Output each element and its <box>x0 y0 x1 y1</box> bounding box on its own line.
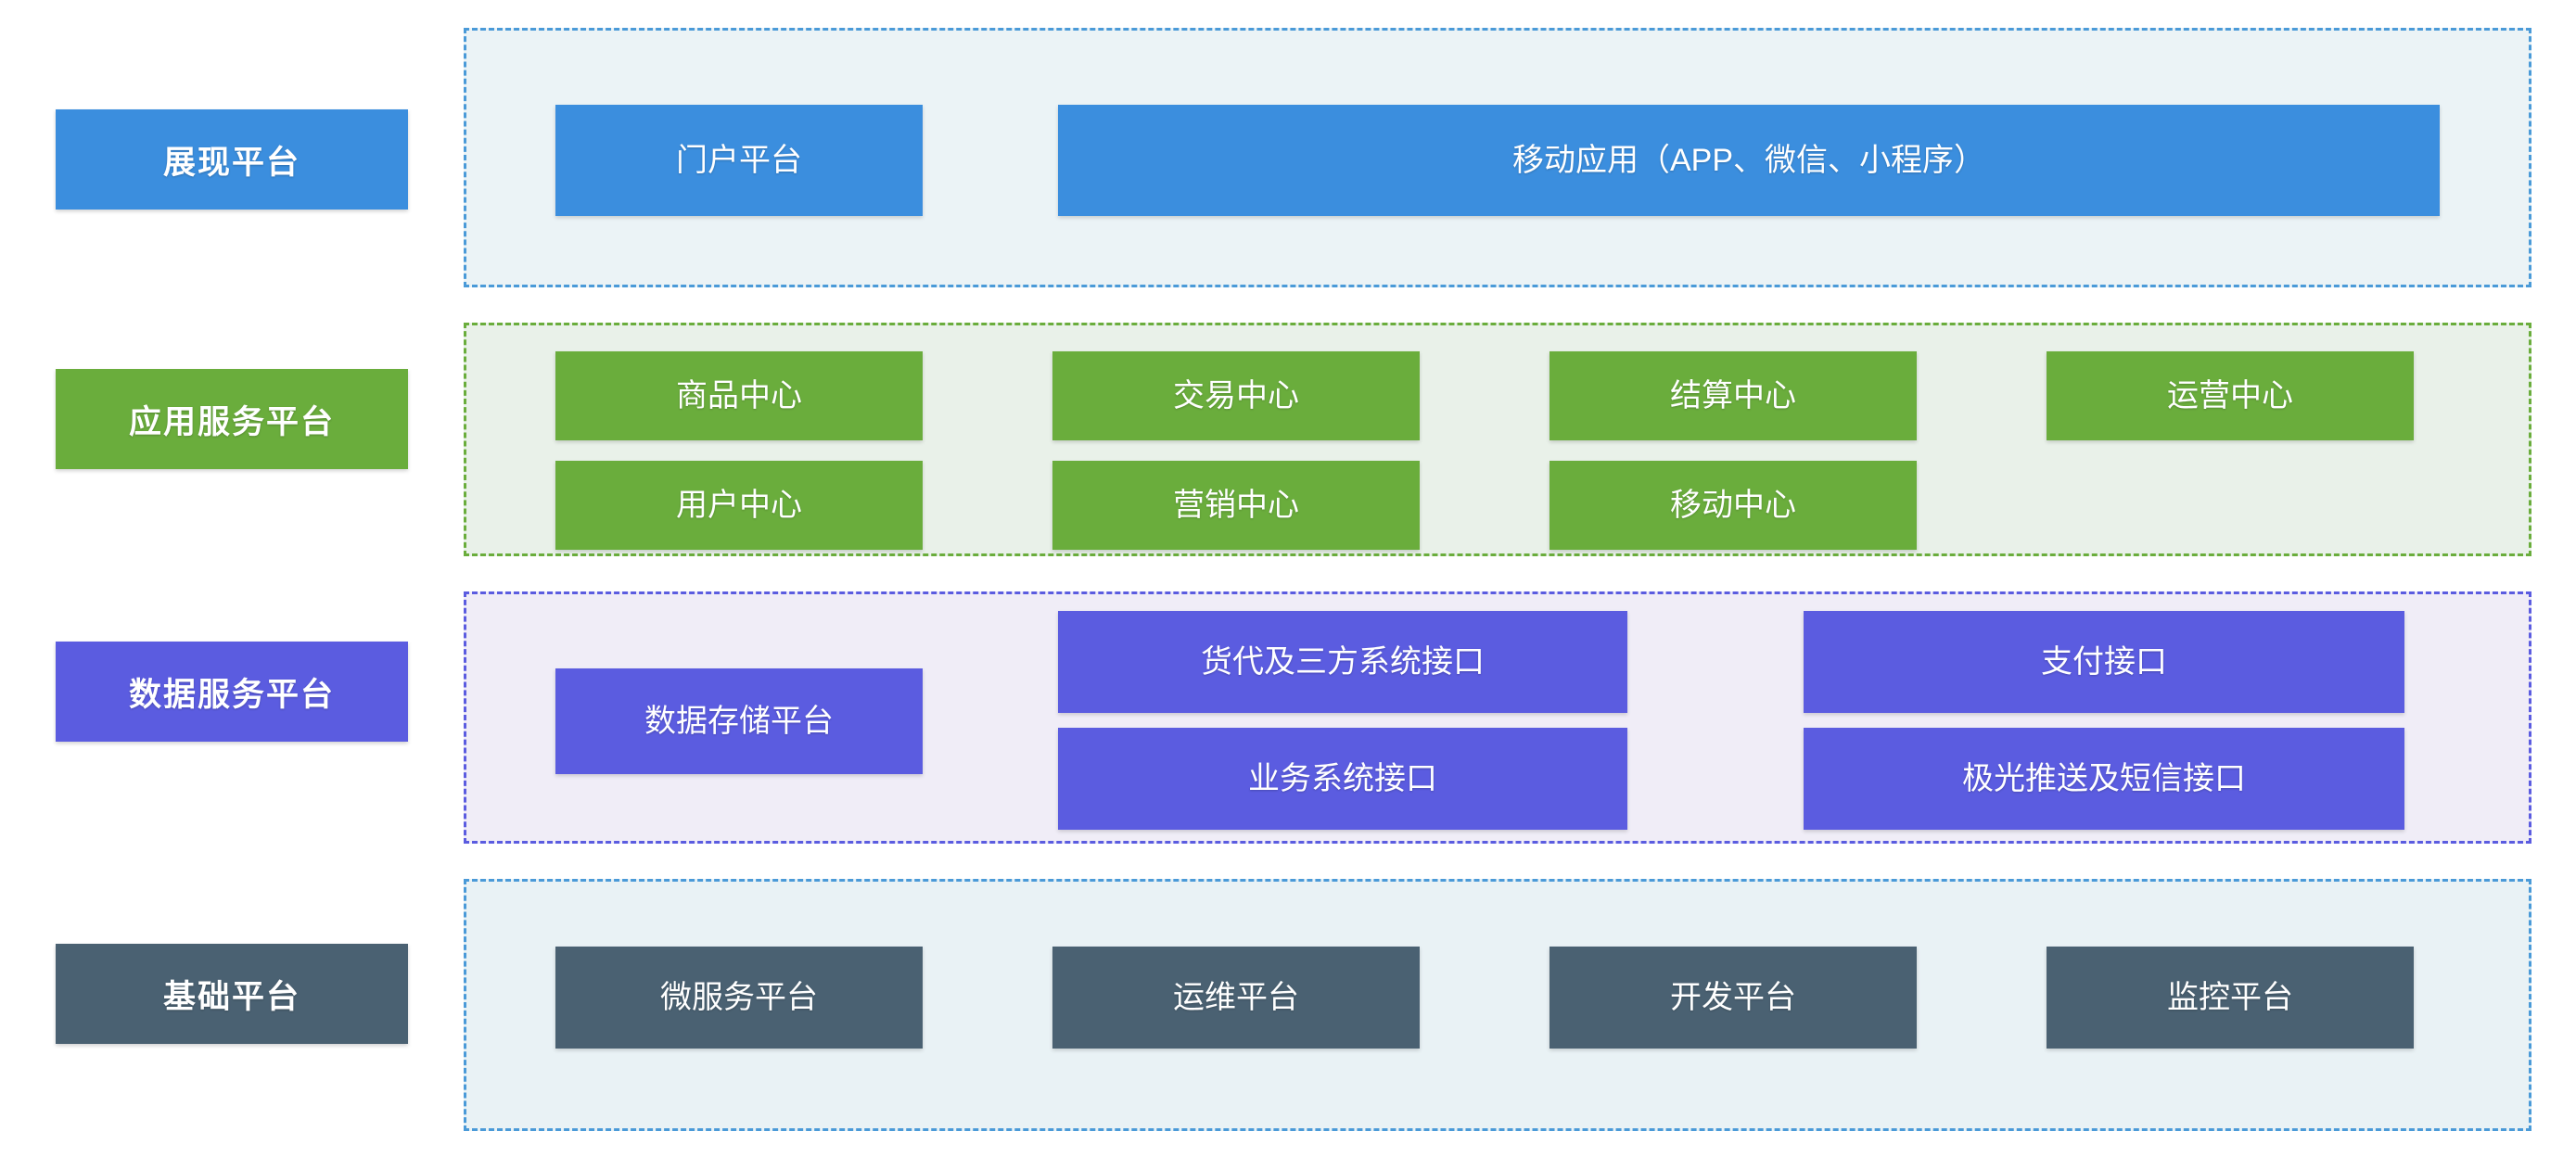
node-business-system-interface[interactable]: 业务系统接口 <box>1058 728 1627 830</box>
node-push-and-sms-interface[interactable]: 极光推送及短信接口 <box>1804 728 2404 830</box>
node-product-center[interactable]: 商品中心 <box>555 351 923 440</box>
layer-label-presentation[interactable]: 展现平台 <box>56 109 408 210</box>
layer-band-application-service: 商品中心 交易中心 结算中心 运营中心 用户中心 营销中心 移动中心 <box>464 323 2531 556</box>
node-freight-and-third-party-interface[interactable]: 货代及三方系统接口 <box>1058 611 1627 713</box>
node-user-center[interactable]: 用户中心 <box>555 461 923 550</box>
infrastructure-node-grid: 微服务平台 运维平台 开发平台 监控平台 <box>555 947 2447 1049</box>
node-data-storage-platform[interactable]: 数据存储平台 <box>555 668 923 774</box>
layer-band-infrastructure: 微服务平台 运维平台 开发平台 监控平台 <box>464 879 2531 1131</box>
layer-label-infrastructure[interactable]: 基础平台 <box>56 944 408 1044</box>
node-portal-platform[interactable]: 门户平台 <box>555 105 923 216</box>
node-marketing-center[interactable]: 营销中心 <box>1052 461 1420 550</box>
node-mobile-center[interactable]: 移动中心 <box>1549 461 1917 550</box>
node-monitoring-platform[interactable]: 监控平台 <box>2047 947 2414 1049</box>
node-mobile-applications[interactable]: 移动应用（APP、微信、小程序） <box>1058 105 2440 216</box>
node-transaction-center[interactable]: 交易中心 <box>1052 351 1420 440</box>
node-settlement-center[interactable]: 结算中心 <box>1549 351 1917 440</box>
layer-band-data-service: 数据存储平台 货代及三方系统接口 业务系统接口 支付接口 极光推送及短信接口 <box>464 591 2531 844</box>
layer-label-application-service[interactable]: 应用服务平台 <box>56 369 408 469</box>
node-development-platform[interactable]: 开发平台 <box>1549 947 1917 1049</box>
application-node-grid: 商品中心 交易中心 结算中心 运营中心 用户中心 营销中心 移动中心 <box>555 351 2447 550</box>
layer-label-data-service[interactable]: 数据服务平台 <box>56 642 408 742</box>
node-payment-interface[interactable]: 支付接口 <box>1804 611 2404 713</box>
node-operations-center[interactable]: 运营中心 <box>2047 351 2414 440</box>
layer-band-presentation: 门户平台 移动应用（APP、微信、小程序） <box>464 28 2531 287</box>
node-microservice-platform[interactable]: 微服务平台 <box>555 947 923 1049</box>
node-operations-maintenance-platform[interactable]: 运维平台 <box>1052 947 1420 1049</box>
